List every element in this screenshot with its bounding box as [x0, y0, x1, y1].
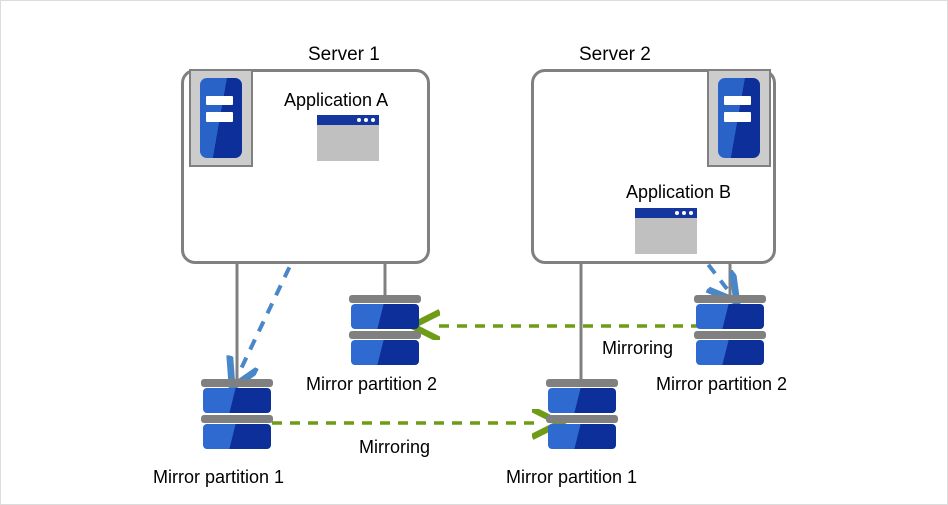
disk-segment-lower	[548, 424, 616, 449]
server-icon-body	[718, 78, 760, 158]
window-dot-icon	[689, 211, 693, 216]
disk-plate-middle	[201, 415, 273, 423]
mirroring-label-bottom: Mirroring	[359, 437, 431, 457]
window-dot-icon	[682, 211, 686, 216]
disk-plate-top	[694, 295, 766, 303]
application-a-label: Application A	[284, 90, 389, 110]
server-icon-body	[200, 78, 242, 158]
disk-plate-top	[349, 295, 421, 303]
server-2-title: Server 2	[579, 44, 651, 65]
label-s2-mirror-partition-2: Mirror partition 2	[656, 374, 788, 394]
server-icon-bar-bottom	[723, 112, 751, 122]
disk-segment-upper	[696, 304, 764, 329]
application-b-label: Application B	[626, 182, 732, 202]
application-b-titlebar	[635, 208, 697, 219]
server-icon-bar-bottom	[205, 112, 233, 122]
label-s2-mirror-partition-1: Mirror partition 1	[506, 467, 638, 487]
disk-s1-mirror-partition-2	[349, 295, 421, 367]
server-1-title: Server 1	[308, 44, 380, 65]
disk-s1-mirror-partition-1	[201, 379, 273, 451]
label-s1-mirror-partition-1: Mirror partition 1	[153, 467, 285, 487]
disk-plate-middle	[546, 415, 618, 423]
window-dot-icon	[371, 118, 375, 123]
window-dot-icon	[675, 211, 679, 216]
server-icon-bar-top	[723, 95, 751, 106]
window-dot-icon	[364, 118, 368, 123]
disk-segment-upper	[203, 388, 271, 413]
disk-segment-upper	[351, 304, 419, 329]
server-icon-bar-top	[205, 95, 233, 106]
disk-segment-upper	[548, 388, 616, 413]
server-1-machine-icon	[189, 69, 253, 167]
disk-plate-middle	[349, 331, 421, 339]
window-dot-icon	[357, 118, 361, 123]
disk-s2-mirror-partition-2	[694, 295, 766, 367]
application-b-window-icon	[635, 208, 697, 254]
server-2-machine-icon	[707, 69, 771, 167]
disk-s2-mirror-partition-1	[546, 379, 618, 451]
disk-plate-middle	[694, 331, 766, 339]
disk-segment-lower	[696, 340, 764, 365]
application-a-titlebar	[317, 115, 379, 126]
disk-plate-top	[546, 379, 618, 387]
disk-segment-lower	[351, 340, 419, 365]
mirroring-label-top: Mirroring	[602, 338, 674, 358]
application-a-window-icon	[317, 115, 379, 161]
disk-plate-top	[201, 379, 273, 387]
label-s1-mirror-partition-2: Mirror partition 2	[306, 374, 438, 394]
disk-segment-lower	[203, 424, 271, 449]
